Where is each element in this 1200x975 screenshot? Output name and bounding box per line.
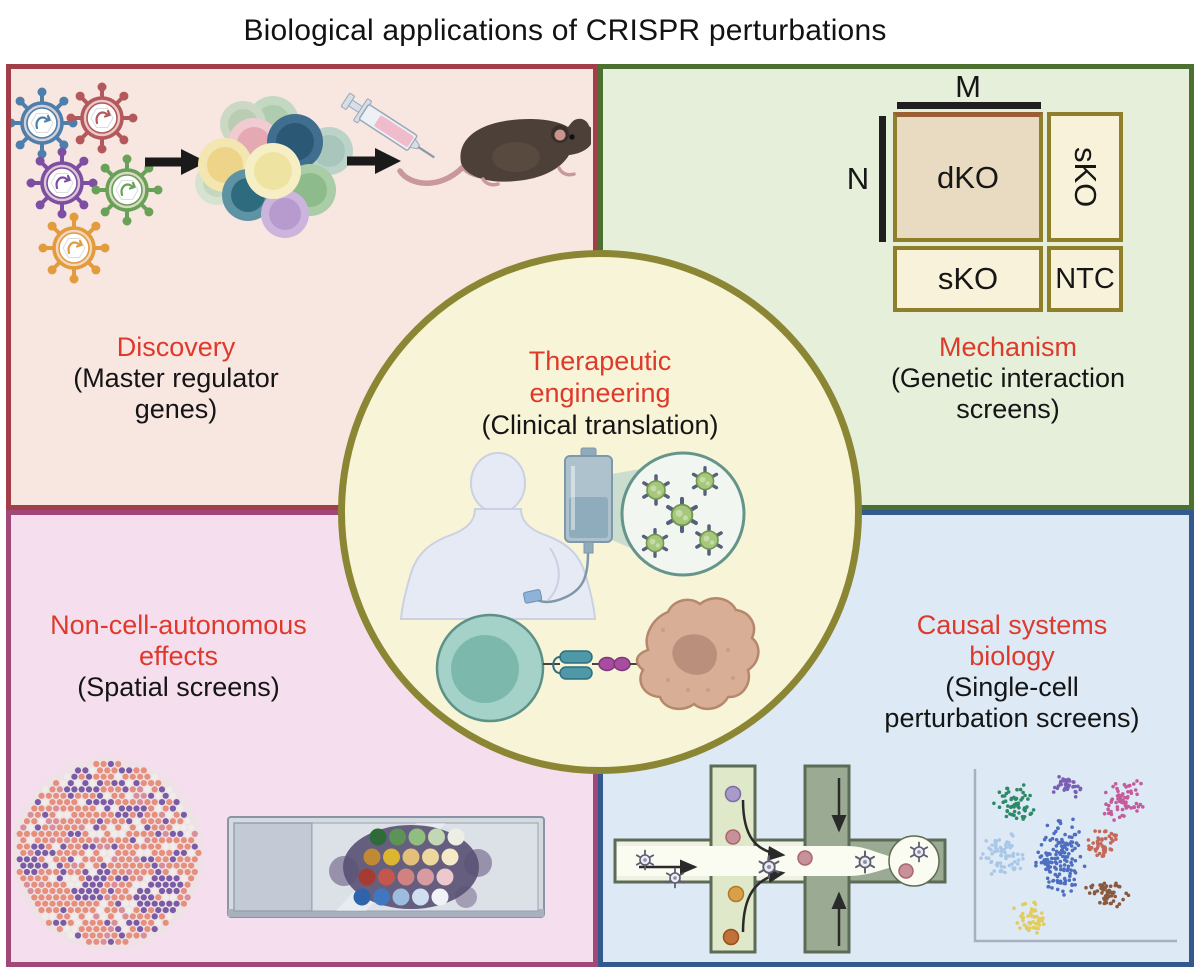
matrix-row-bar xyxy=(879,116,886,242)
discovery-subtitle-line1: (Master regulator xyxy=(73,363,279,393)
causal-title-line1: Causal systems xyxy=(916,610,1108,640)
therapeutic-caption: Therapeutic engineering (Clinical transl… xyxy=(345,345,855,441)
causal-caption: Causal systems biology (Single-cell pert… xyxy=(847,610,1177,734)
spatial-tissue-section xyxy=(12,758,204,950)
virus-icon xyxy=(11,85,80,161)
quadrant-mechanism: M N dKO sKO sKO NTC Mechanism (Genetic i… xyxy=(598,64,1194,510)
therapeutic-title-line2: engineering xyxy=(529,378,671,408)
matrix-cell-dko: dKO xyxy=(893,112,1043,242)
iv-bag-icon xyxy=(523,447,613,604)
car-t-cell xyxy=(435,613,545,723)
matrix-col-label: M xyxy=(955,69,981,104)
causal-subtitle-line1: (Single-cell xyxy=(945,672,1079,702)
discovery-subtitle-line2: genes) xyxy=(134,394,218,424)
figure-title: Biological applications of CRISPR pertur… xyxy=(243,14,887,47)
quadrant-grid: Discovery (Master regulator genes) M N d… xyxy=(6,64,1194,967)
microfluidic-device xyxy=(613,764,947,954)
tumor-cell xyxy=(635,597,760,711)
arrow-right-icon xyxy=(347,148,401,174)
spatial-title-line2: effects xyxy=(138,641,219,671)
mechanism-subtitle-line2: screens) xyxy=(956,394,1060,424)
cell-cluster xyxy=(195,96,353,238)
matrix-cell-sko-column-label: sKO xyxy=(1068,146,1103,208)
microscope-slide xyxy=(227,816,545,918)
mechanism-title: Mechanism xyxy=(938,332,1078,362)
therapeutic-circle: Therapeutic engineering (Clinical transl… xyxy=(338,250,862,774)
matrix-cell-sko-row-label: sKO xyxy=(937,261,999,296)
spatial-title-line1: Non-cell-autonomous xyxy=(50,610,307,640)
mouse-icon xyxy=(397,118,591,187)
patient-silhouette xyxy=(399,452,597,620)
discovery-title: Discovery xyxy=(116,332,236,362)
matrix-col-bar xyxy=(897,102,1041,109)
discovery-caption: Discovery (Master regulator genes) xyxy=(11,332,341,425)
therapeutic-subtitle: (Clinical translation) xyxy=(481,410,719,440)
matrix-cell-ntc-label: NTC xyxy=(1055,262,1115,295)
mechanism-subtitle-line1: (Genetic interaction xyxy=(890,363,1126,393)
therapeutic-illustration xyxy=(399,447,760,723)
mechanism-caption: Mechanism (Genetic interaction screens) xyxy=(848,332,1168,425)
matrix-row-label: N xyxy=(846,161,870,196)
causal-title-line2: biology xyxy=(969,641,1055,671)
umap-axes xyxy=(973,769,1177,943)
arrow-right-icon xyxy=(145,149,207,175)
virus-icon xyxy=(24,145,100,221)
matrix-cell-ntc: NTC xyxy=(1047,246,1123,312)
syringe-icon xyxy=(340,92,435,159)
umap-plot xyxy=(973,769,1177,943)
causal-subtitle-line2: perturbation screens) xyxy=(884,703,1140,733)
spatial-caption: Non-cell-autonomous effects (Spatial scr… xyxy=(11,610,346,703)
virus-icon xyxy=(64,80,140,156)
matrix-cell-sko-row: sKO xyxy=(893,246,1043,312)
slide-sample-dots xyxy=(353,828,465,906)
virus-icon xyxy=(36,210,112,286)
matrix-cell-dko-label: dKO xyxy=(936,159,1000,195)
discovery-illustration xyxy=(11,80,591,286)
virus-magnifier xyxy=(620,451,746,577)
spatial-subtitle: (Spatial screens) xyxy=(77,672,280,702)
matrix-cell-sko-column: sKO xyxy=(1047,112,1123,242)
therapeutic-title-line1: Therapeutic xyxy=(528,346,672,376)
